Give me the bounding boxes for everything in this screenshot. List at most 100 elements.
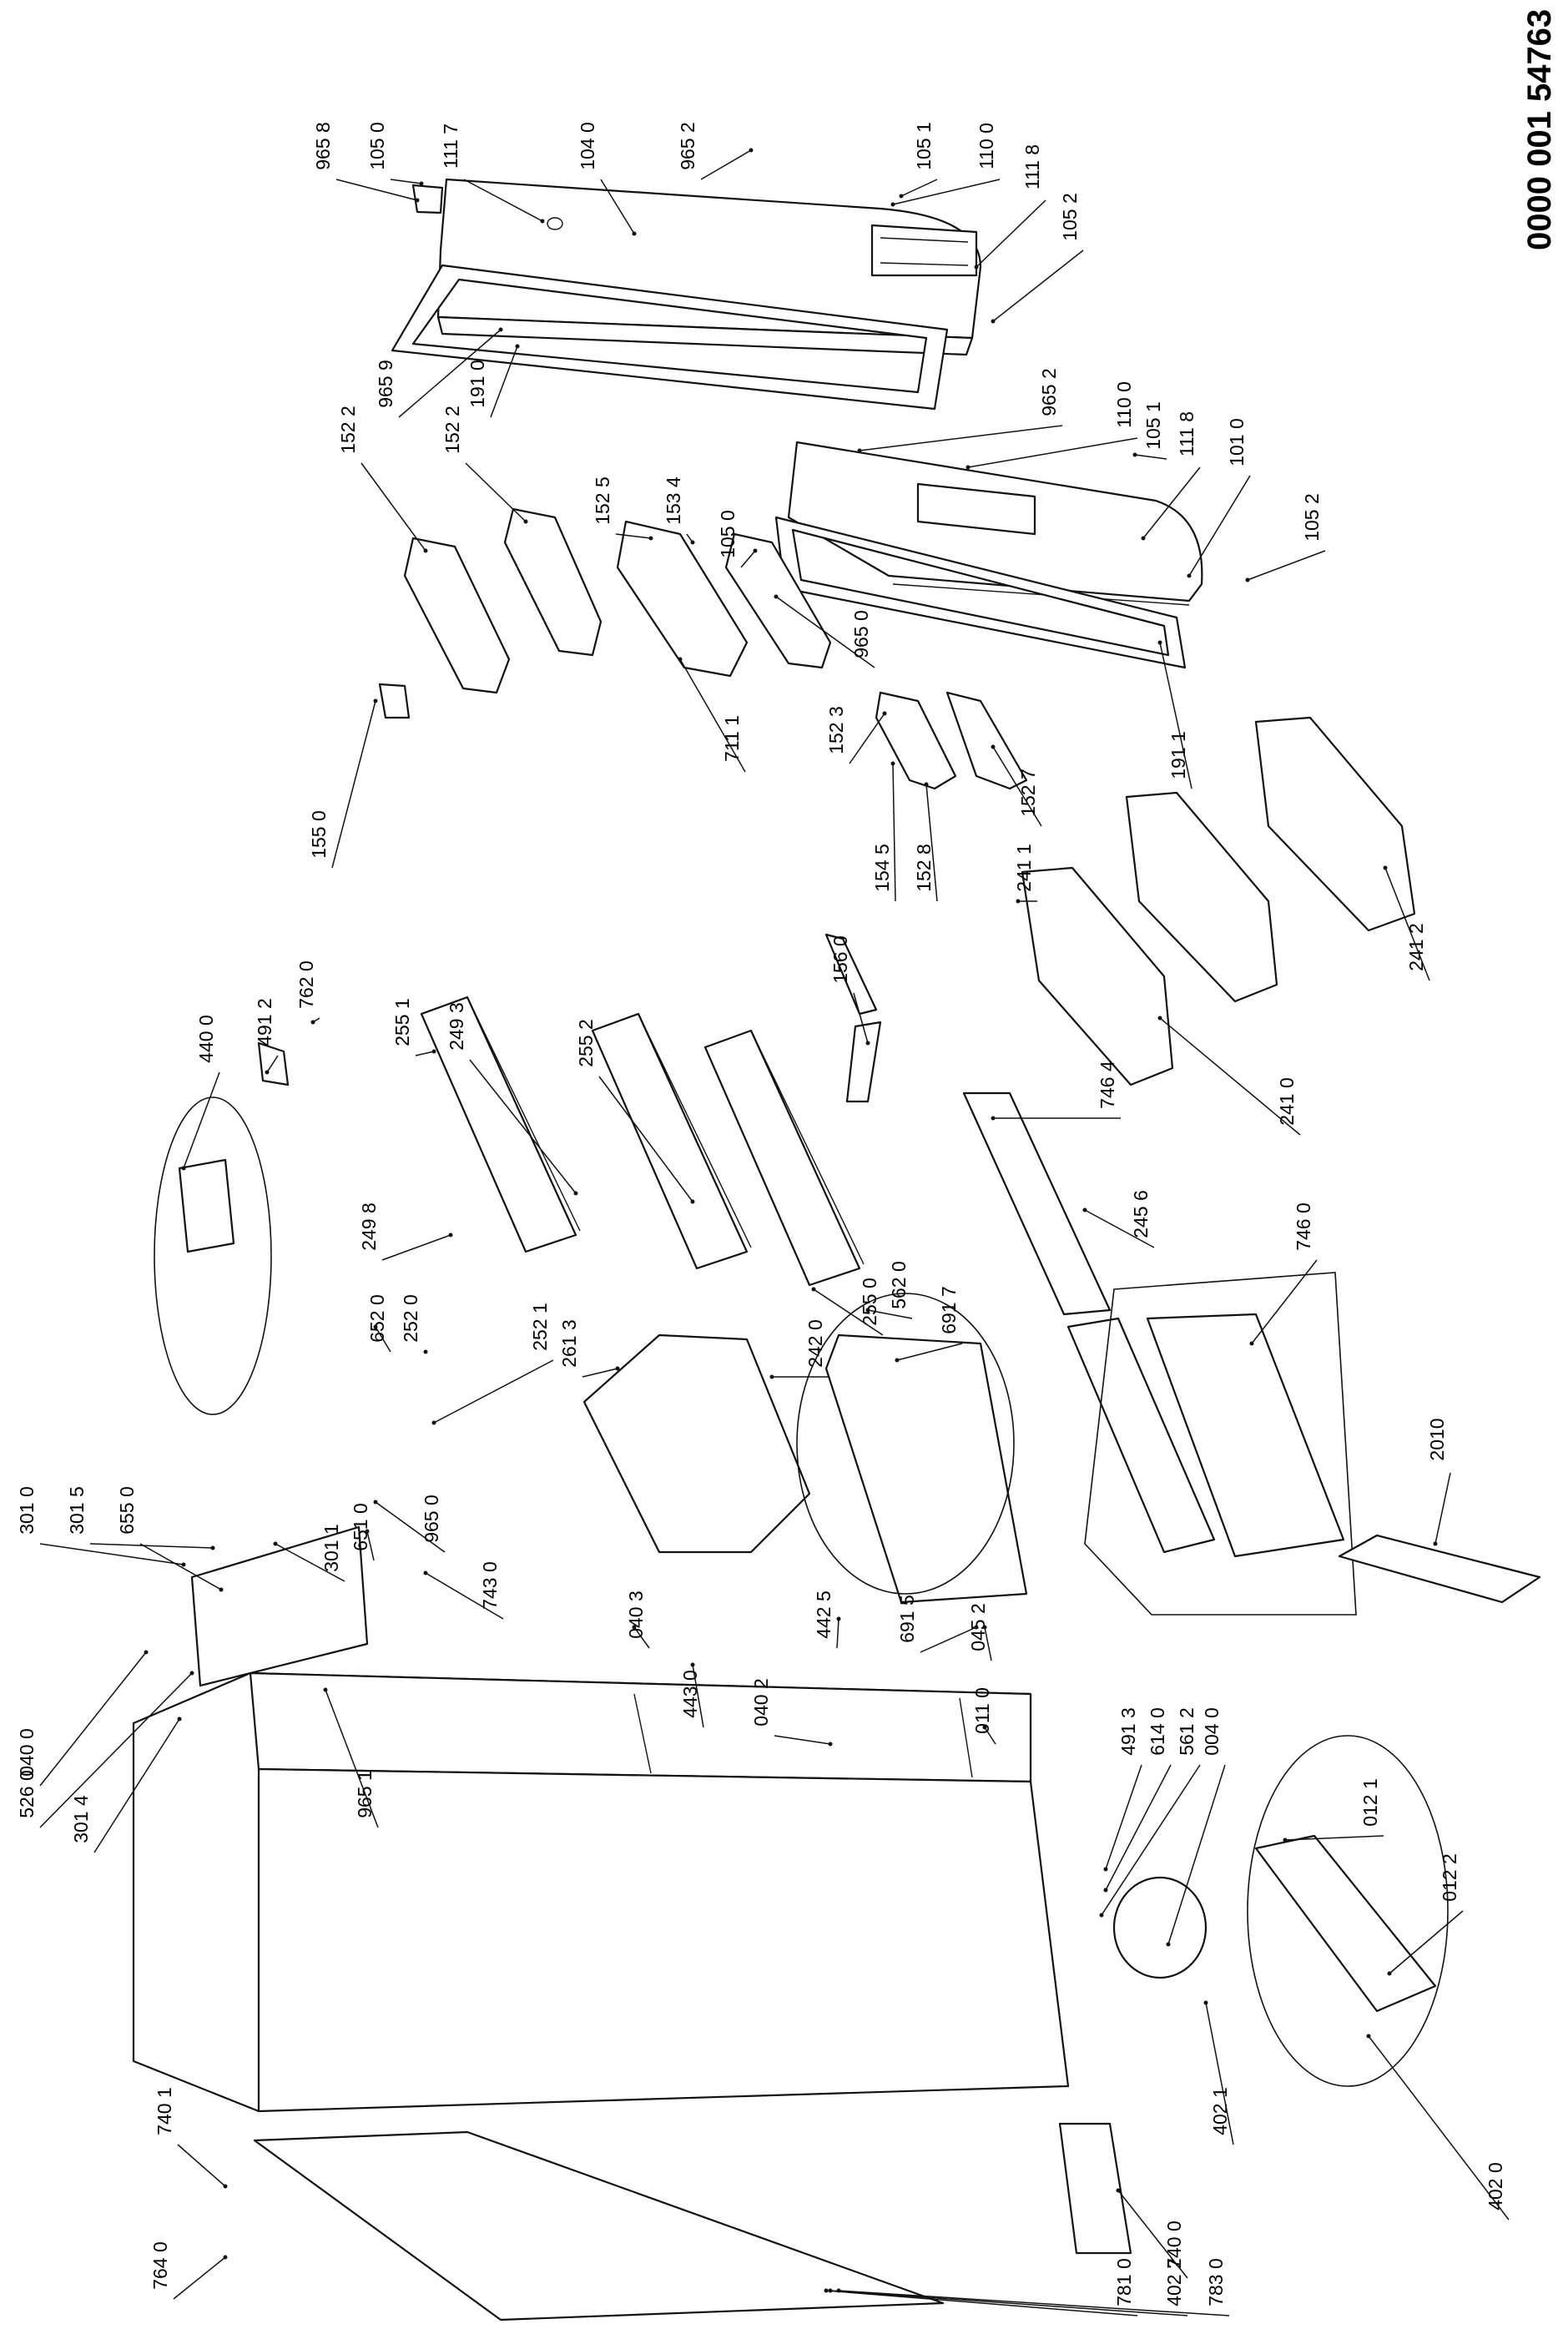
part-label: 152 3 (825, 706, 847, 754)
leader-dot (415, 198, 420, 203)
leader-dot (690, 1199, 695, 1204)
part-label: 746 4 (1097, 1061, 1118, 1109)
leader-dot (498, 327, 503, 332)
leader-dot (448, 1233, 453, 1238)
leader-dot (273, 1541, 278, 1546)
glass-shelf-3 (703, 1029, 861, 1287)
leader-line (375, 1326, 391, 1353)
leader-line (331, 700, 376, 869)
leader-dot (991, 744, 996, 749)
leader-dot (323, 1687, 328, 1692)
part-label: 152 2 (337, 406, 359, 454)
part-label: 491 2 (254, 998, 275, 1046)
leader-line (925, 784, 938, 902)
part-label: 781 0 (1113, 2258, 1135, 2306)
leader-dot (774, 594, 779, 599)
leader-dot (573, 1191, 578, 1196)
leader-line (582, 1368, 618, 1378)
leader-line (849, 713, 885, 764)
part-label: 242 0 (804, 1319, 826, 1368)
leader-dot (828, 1742, 833, 1747)
leader-dot (1203, 2000, 1208, 2005)
leader-dot (865, 1041, 870, 1046)
upper-door-gasket (391, 264, 949, 411)
leader-line (1205, 2002, 1234, 2145)
part-label: 105 1 (913, 122, 935, 170)
leader-line (266, 1055, 279, 1073)
part-label: 152 2 (441, 406, 463, 454)
bottle-rack (824, 933, 878, 1016)
leader-line (976, 199, 1046, 268)
part-label: 255 2 (575, 1019, 597, 1067)
leader-line (892, 763, 896, 902)
leader-dot (373, 1324, 378, 1329)
part-label: 191 0 (466, 360, 488, 408)
door-shelf-1 (403, 537, 511, 694)
part-label: 111 8 (1021, 144, 1043, 189)
leader-line (490, 345, 518, 418)
leader-dot (431, 1420, 436, 1425)
part-label: 740 1 (154, 2087, 175, 2135)
leader-line (1105, 1764, 1142, 1870)
leader-line (633, 1626, 650, 1649)
leader-line (463, 179, 543, 222)
leader-line (89, 1543, 214, 1549)
leader-dot (749, 148, 754, 153)
part-label: 111 7 (440, 124, 461, 169)
leader-dot (365, 1529, 370, 1534)
part-label: 746 0 (1293, 1202, 1314, 1251)
part-label: 652 0 (366, 1294, 388, 1343)
leader-dot (523, 519, 528, 524)
leader-dot (310, 1020, 315, 1025)
part-label: 245 6 (1130, 1190, 1152, 1238)
leader-line (774, 1735, 831, 1745)
door-shelf-2 (503, 507, 602, 657)
compressor (1112, 1876, 1208, 1979)
leader-dot (423, 1570, 428, 1575)
electronic-board (257, 1041, 290, 1086)
part-label: 040 2 (750, 1678, 772, 1727)
condenser (253, 2130, 945, 2321)
leader-line (425, 1572, 504, 1620)
leader-dot (882, 711, 887, 716)
leader-dot (824, 2288, 829, 2293)
leader-line (838, 2290, 1230, 2316)
leader-dot (753, 548, 758, 553)
leader-dot (1283, 1837, 1288, 1843)
leader-dot (828, 2288, 833, 2293)
part-label: 491 3 (1117, 1707, 1139, 1756)
part-label: 004 0 (1201, 1707, 1223, 1756)
part-label: 526 0 (16, 1770, 38, 1818)
upper-door (436, 178, 982, 356)
leader-dot (373, 698, 378, 703)
group-outline-562 (796, 1293, 1015, 1595)
evaporator-wire-shelf (962, 1091, 1112, 1316)
part-label: 255 1 (391, 998, 413, 1046)
leader-line (1159, 642, 1192, 789)
leader-line (39, 1651, 147, 1787)
part-label: 040 3 (625, 1590, 647, 1639)
leader-line (700, 149, 752, 180)
compressor-box (1058, 2122, 1132, 2255)
leader-dot (189, 1671, 194, 1676)
leader-line (679, 658, 746, 773)
leader-dot (857, 448, 862, 453)
part-label: 110 0 (976, 123, 997, 169)
leader-dot (974, 1625, 979, 1630)
part-label: 965 2 (1038, 368, 1060, 416)
leader-dot (974, 265, 979, 270)
part-label: 301 1 (320, 1524, 342, 1572)
leader-line (39, 1543, 184, 1565)
leader-dot (924, 782, 929, 787)
leader-line (1284, 1835, 1384, 1841)
leader-dot (890, 202, 895, 207)
part-label: 105 1 (1142, 401, 1164, 450)
freezer-cover-group (824, 1333, 1028, 1604)
leader-dot (515, 344, 520, 349)
part-label: 965 0 (421, 1495, 442, 1543)
leader-dot (423, 1349, 428, 1354)
leader-line (920, 1626, 977, 1653)
leader-dot (991, 1116, 996, 1121)
part-label: 040 0 (16, 1728, 38, 1777)
part-label: 241 0 (1276, 1077, 1298, 1126)
